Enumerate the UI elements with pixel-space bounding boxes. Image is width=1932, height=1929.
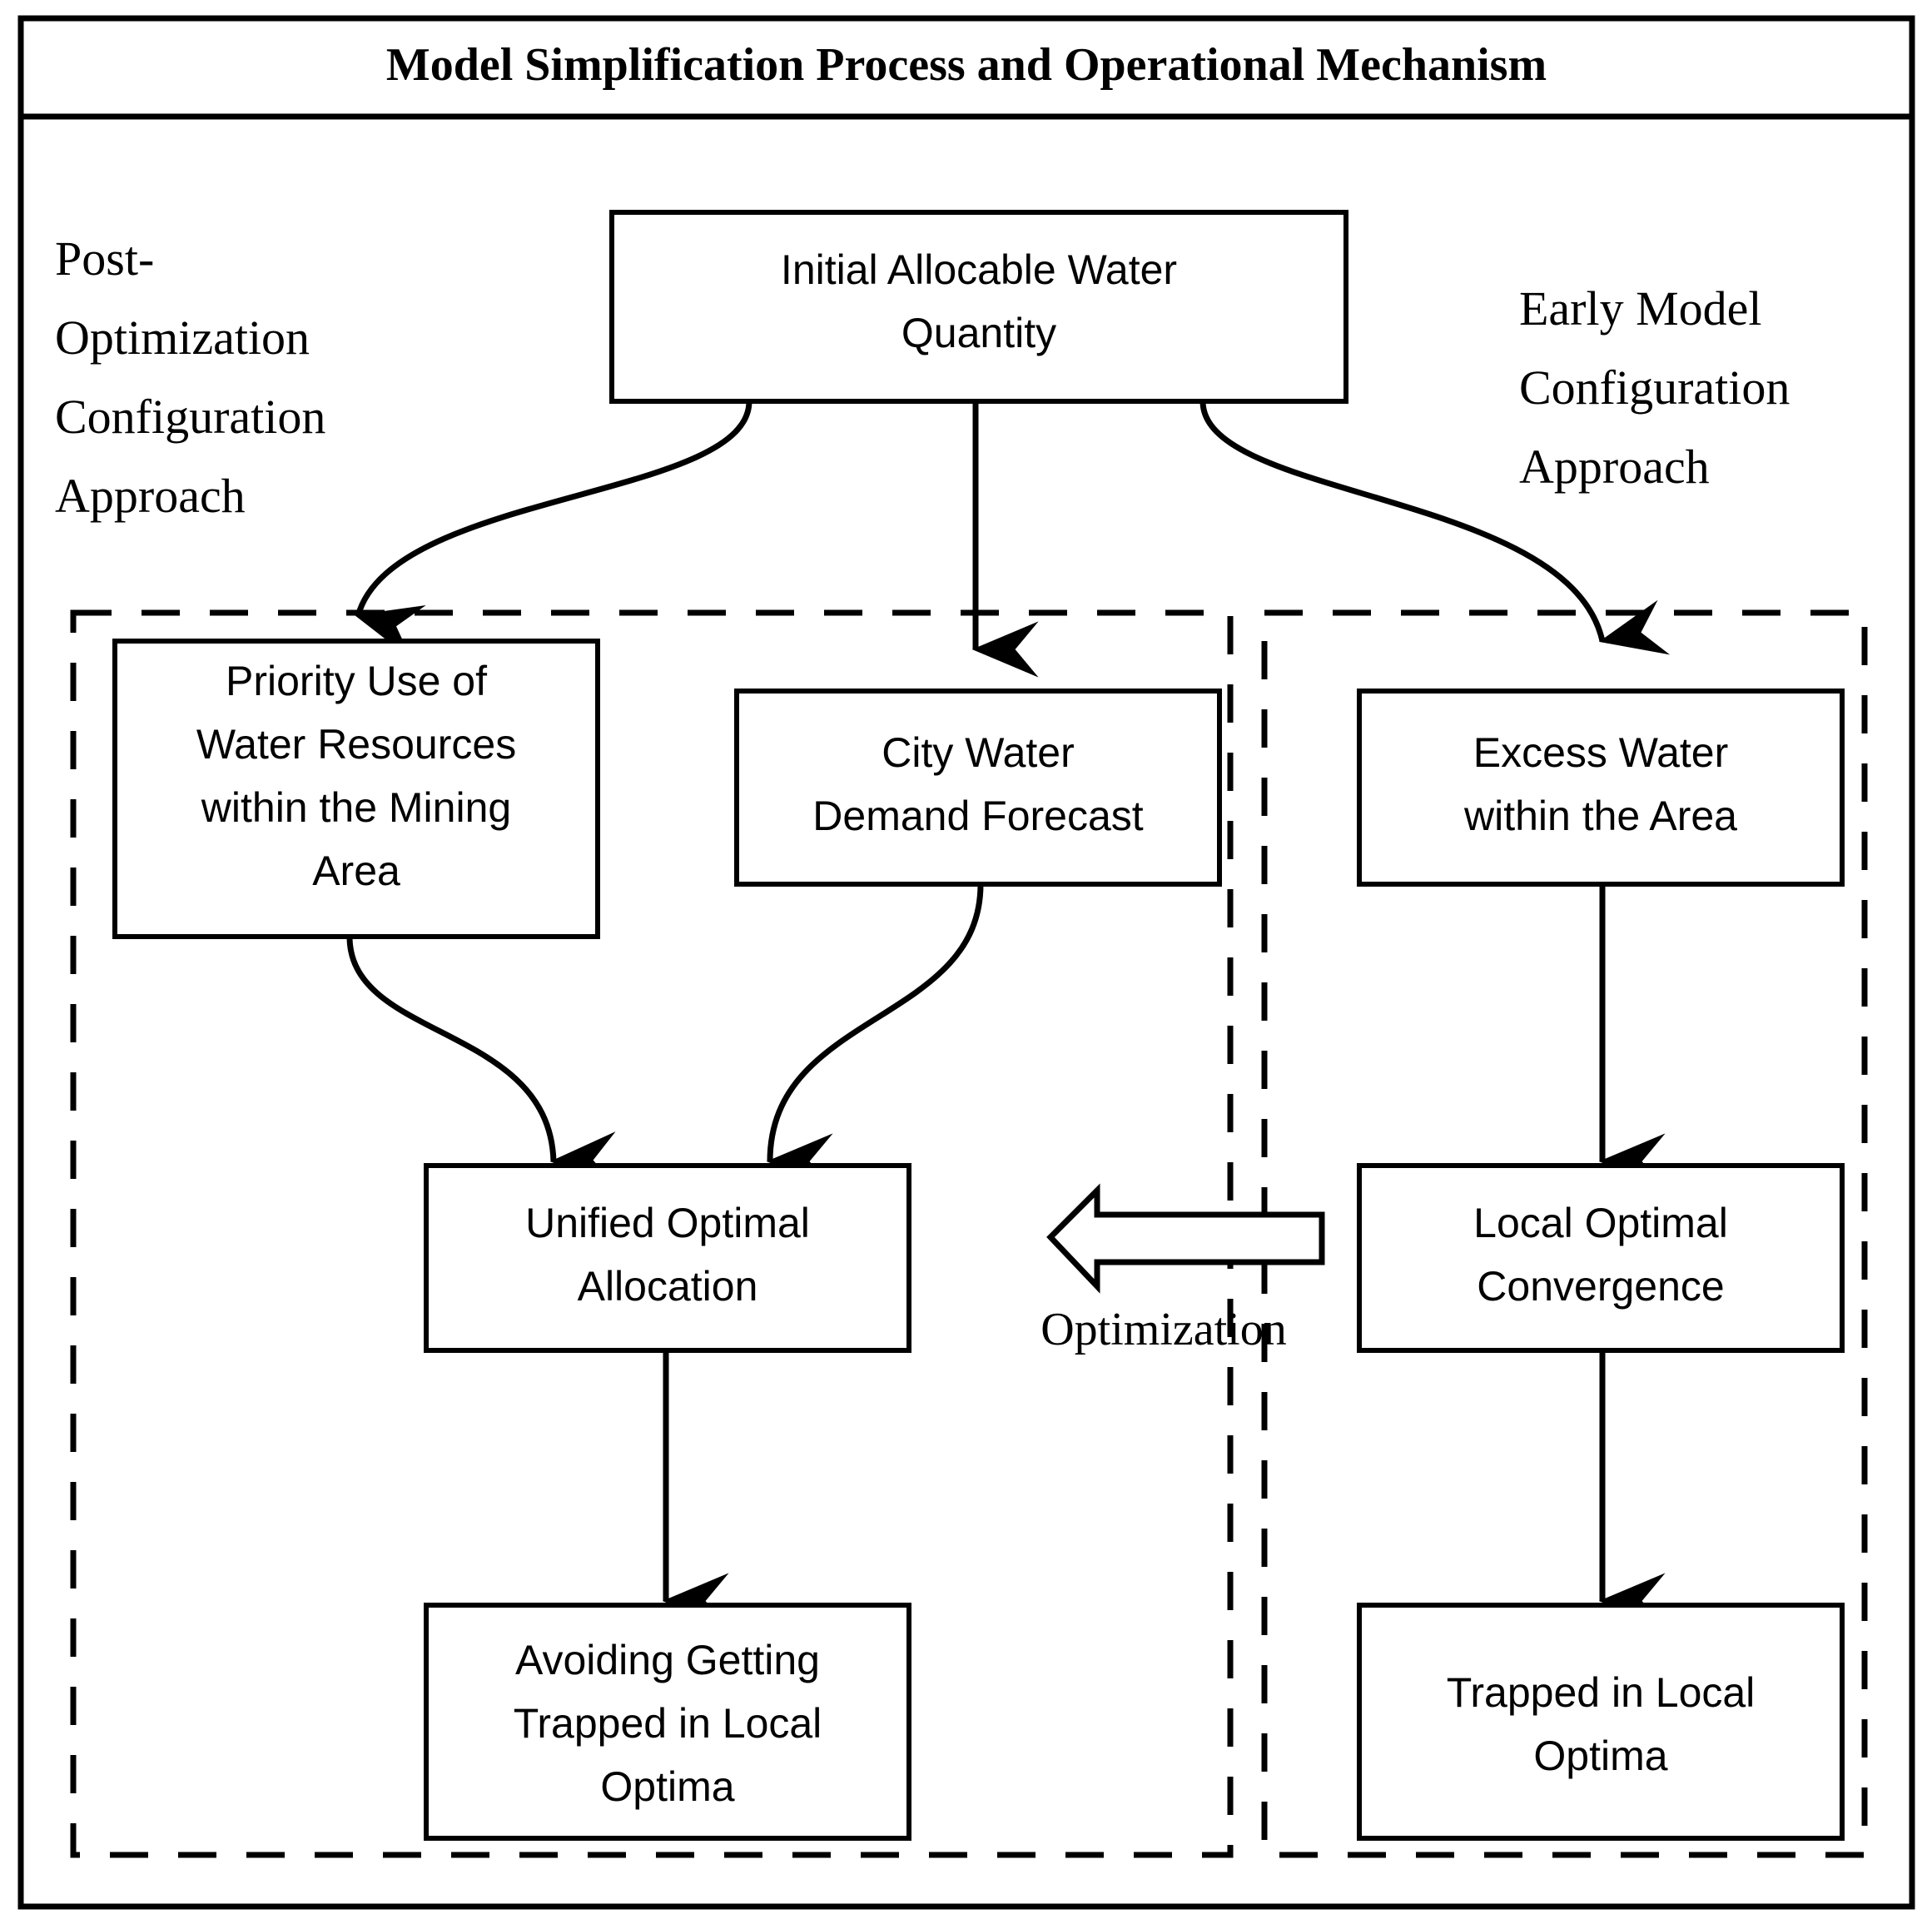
edge-priority-use-to-unified-allocation xyxy=(346,936,618,1188)
node-city-water-demand-line-1: City Water xyxy=(882,729,1075,776)
node-initial-allocable-water-quantity[interactable]: Initial Allocable Water Quantity xyxy=(609,210,1348,404)
node-city-water-demand-line-2: Demand Forecast xyxy=(812,793,1143,839)
optimization-block-arrow xyxy=(1046,1183,1325,1294)
node-trapped-in-local-optima[interactable]: Trapped in Local Optima xyxy=(1357,1603,1845,1841)
node-priority-use-line-3: within the Mining xyxy=(201,784,511,831)
node-trapped-line-1: Trapped in Local xyxy=(1447,1669,1756,1716)
node-local-convergence-line-2: Convergence xyxy=(1477,1263,1724,1310)
node-initial-allocable-water-quantity-line-2: Quantity xyxy=(901,310,1056,356)
connector-layer xyxy=(346,400,1671,1629)
node-excess-water-line-1: Excess Water xyxy=(1473,729,1729,776)
node-priority-use-line-2: Water Resources xyxy=(196,721,516,768)
node-priority-use-of-water-resources[interactable]: Priority Use of Water Resources within t… xyxy=(112,639,600,939)
side-label-right: Early Model Configuration Approach xyxy=(1519,281,1790,494)
optimization-label: Optimization xyxy=(1040,1304,1287,1355)
node-trapped-line-2: Optima xyxy=(1533,1733,1667,1779)
node-city-water-demand-forecast[interactable]: City Water Demand Forecast xyxy=(734,689,1222,887)
figure-outer-border xyxy=(17,15,1915,1910)
edge-city-demand-to-unified-allocation xyxy=(766,883,984,1190)
side-label-left-line-3: Configuration xyxy=(55,390,325,444)
side-label-left-line-1: Post- xyxy=(55,231,154,286)
node-avoiding-trapped-line-1: Avoiding Getting xyxy=(515,1637,820,1683)
edge-initial-to-excess-water xyxy=(1199,400,1671,655)
side-label-left-line-4: Approach xyxy=(55,469,246,523)
node-excess-water-within-the-area[interactable]: Excess Water within the Area xyxy=(1357,689,1845,887)
node-priority-use-line-4: Area xyxy=(312,848,400,894)
figure-title: Model Simplification Process and Operati… xyxy=(386,39,1547,91)
dashed-group-early-model xyxy=(1261,609,1868,1858)
node-avoiding-getting-trapped-in-local-optima[interactable]: Avoiding Getting Trapped in Local Optima xyxy=(424,1603,911,1841)
side-label-left: Post- Optimization Configuration Approac… xyxy=(55,231,325,523)
node-initial-allocable-water-quantity-line-1: Initial Allocable Water xyxy=(781,246,1177,293)
edge-initial-to-priority-use xyxy=(354,400,752,660)
node-local-convergence-line-1: Local Optimal xyxy=(1473,1200,1728,1246)
node-local-optimal-convergence[interactable]: Local Optimal Convergence xyxy=(1357,1163,1845,1353)
node-avoiding-trapped-line-3: Optima xyxy=(600,1763,734,1810)
node-unified-allocation-line-1: Unified Optimal xyxy=(525,1200,810,1246)
side-label-right-line-2: Configuration xyxy=(1519,360,1790,415)
side-label-left-line-2: Optimization xyxy=(55,311,310,365)
node-unified-allocation-line-2: Allocation xyxy=(578,1263,758,1310)
node-excess-water-line-2: within the Area xyxy=(1463,793,1737,839)
node-unified-optimal-allocation[interactable]: Unified Optimal Allocation xyxy=(424,1163,911,1353)
side-label-right-line-1: Early Model xyxy=(1519,281,1762,336)
node-avoiding-trapped-line-2: Trapped in Local xyxy=(514,1700,822,1747)
node-priority-use-line-1: Priority Use of xyxy=(226,658,487,704)
side-label-right-line-3: Approach xyxy=(1519,440,1710,494)
